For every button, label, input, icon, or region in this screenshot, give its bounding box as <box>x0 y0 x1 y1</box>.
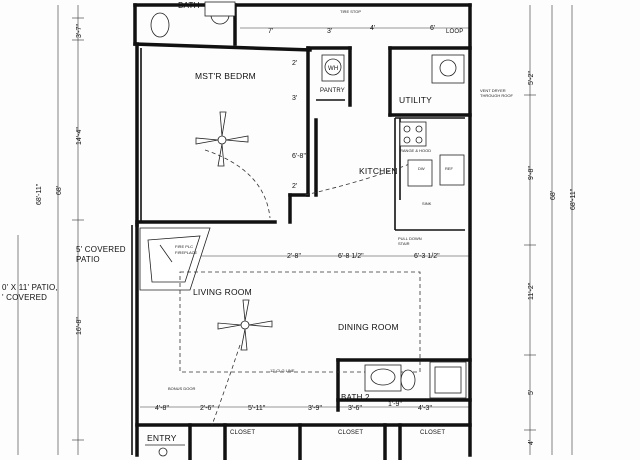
dim-14-4: 14'-4" <box>76 127 83 145</box>
note-bonus-door: BONUS DOOR <box>168 386 195 391</box>
room-label-dining-room: DINING ROOM <box>338 322 399 332</box>
room-label-closet-3: CLOSET <box>420 430 445 436</box>
dim-2-8: 2'-8" <box>287 253 301 260</box>
note-ref: REF <box>445 166 454 171</box>
dim-2-mid: 2' <box>292 60 297 67</box>
dim-2-bottom: 2' <box>292 183 297 190</box>
room-label-master-bedroom: MST'R BEDRM <box>195 71 256 81</box>
dimension-lines <box>17 5 573 455</box>
dim-16-8: 16'-8" <box>76 317 83 335</box>
dim-3-7: 3'-7" <box>76 24 83 38</box>
room-label-kitchen: KITCHEN <box>359 166 398 176</box>
dim-68-11-right: 68'-11" <box>570 188 577 210</box>
fireplace <box>139 227 211 291</box>
dim-7: 7' <box>268 28 273 35</box>
bath-top-fixtures <box>150 1 236 38</box>
dim-3: 3' <box>327 28 332 35</box>
dim-2-6: 2'-6" <box>200 405 214 412</box>
dim-6-8-half: 6'-8 1/2" <box>338 253 364 260</box>
patio-covered-label: 5' COVERED <box>76 245 126 254</box>
dim-1-9: 1'-9" <box>388 401 402 408</box>
dim-3-mid: 3' <box>292 95 297 102</box>
room-label-bath: BATH <box>178 1 200 10</box>
dim-11-2: 11'-2" <box>528 282 535 300</box>
dim-3-6: 3'-6" <box>348 405 362 412</box>
note-fireplace: FIRE PLC <box>175 244 193 249</box>
ceiling-fan-master <box>195 111 249 167</box>
note-range: RANGE & HOOD <box>400 148 431 153</box>
note-vent-dryer: VENT DRYER <box>480 88 506 93</box>
note-ceiling-line: 12' CLG LINE <box>270 368 295 373</box>
room-label-closet-2: CLOSET <box>338 430 363 436</box>
room-label-utility: UTILITY <box>399 95 432 105</box>
dimension-labels-right: 5'-2" 9'-8" 11'-2" 5' 4' 68' 68'-11" <box>528 71 577 445</box>
note-vent-roof: THROUGH ROOF <box>480 93 513 98</box>
room-label-loop: LOOP <box>446 29 463 35</box>
note-sink: SINK <box>422 201 432 206</box>
note-fireplace-2: FIREPLACE <box>175 250 198 255</box>
dim-6-8-mid: 6'-8" <box>292 153 306 160</box>
room-label-pantry: PANTRY <box>320 88 345 94</box>
patio-labels: 5' COVERED PATIO 0' X 11' PATIO, ' COVER… <box>2 245 126 302</box>
note-pull-down: PULL DOWN <box>398 236 422 241</box>
room-label-entry: ENTRY <box>147 433 177 443</box>
dim-4-3: 4'-3" <box>418 405 432 412</box>
patio-size-label-2: ' COVERED <box>2 293 47 302</box>
dim-6: 6' <box>430 25 435 32</box>
room-label-closet-1: CLOSET <box>230 430 255 436</box>
note-tire-stop: TIRE STOP <box>340 9 361 14</box>
dim-68-left: 68' <box>56 186 63 195</box>
dim-3-9: 3'-9" <box>308 405 322 412</box>
dim-4: 4' <box>370 25 375 32</box>
dim-68-right: 68' <box>550 191 557 200</box>
note-dw: DW <box>418 166 425 171</box>
dim-9-8: 9'-8" <box>528 166 535 180</box>
walls <box>131 3 472 460</box>
bath2-fixtures <box>364 361 467 399</box>
dim-5-2: 5'-2" <box>528 71 535 85</box>
patio-size-label: 0' X 11' PATIO, <box>2 283 58 292</box>
utility-fixtures <box>321 54 465 84</box>
dimension-labels-horizontal: 7' 3' 4' 6' 2'-8" 6'-8 1/2" 6'-3 1/2" 4'… <box>155 25 440 412</box>
dim-68-11-left: 68'-11" <box>36 183 43 205</box>
room-label-bath-2: BATH 2 <box>341 393 370 402</box>
room-labels: BATH MST'R BEDRM UTILITY KITCHEN LIVING … <box>147 1 463 443</box>
dim-5-11: 5'-11" <box>248 405 266 412</box>
plan-notes: TIRE STOP FIRE PLC FIREPLACE VENT DRYER … <box>168 9 513 391</box>
dim-5-right: 5' <box>528 390 535 395</box>
dim-4-right: 4' <box>528 440 535 445</box>
kitchen-fixtures <box>399 121 465 187</box>
room-label-living-room: LIVING ROOM <box>193 287 252 297</box>
ceiling-fan-living <box>217 299 273 351</box>
note-stair: STAIR <box>398 241 410 246</box>
dim-6-3-half: 6'-3 1/2" <box>414 253 440 260</box>
dim-4-8: 4'-8" <box>155 405 169 412</box>
room-label-water-heater: WH <box>328 66 338 72</box>
dimension-labels-left: 3'-7" 14'-4" 16'-8" 68' 68'-11" <box>36 24 83 335</box>
patio-covered-label-2: PATIO <box>76 255 100 264</box>
entry-fixtures <box>145 444 185 457</box>
